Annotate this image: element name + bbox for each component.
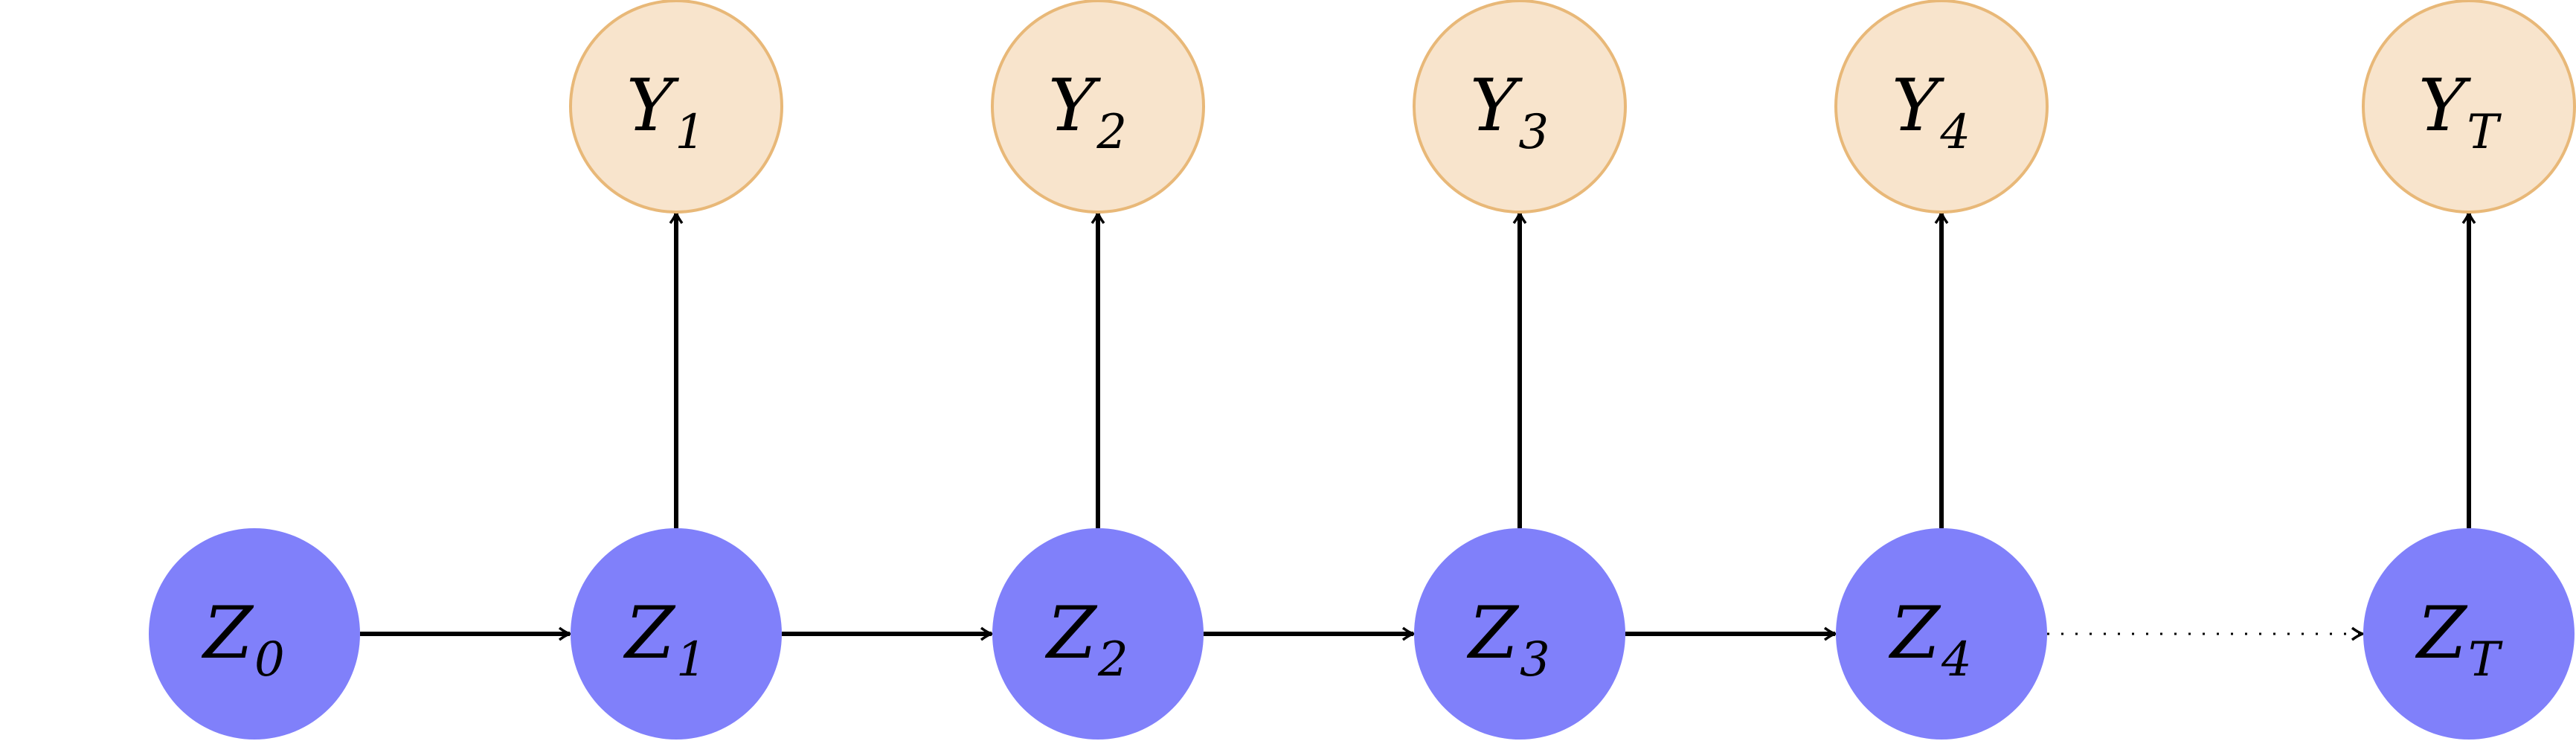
latent-node-label: Z2 <box>1044 591 1128 687</box>
node-symbol: Z <box>2415 591 2468 675</box>
observed-node-circle <box>1834 0 2049 214</box>
node-symbol: Z <box>1888 591 1941 675</box>
node-symbol: Z <box>1044 591 1098 675</box>
node-subscript: T <box>2468 632 2503 687</box>
latent-node-circle <box>992 528 1204 740</box>
node-subscript: 3 <box>1518 105 1549 160</box>
node-symbol: Z <box>1466 591 1520 675</box>
observed-node-circle <box>1413 0 1627 214</box>
edges-layer <box>360 213 2469 634</box>
node-subscript: 4 <box>1939 105 1970 160</box>
latent-node-z4: Z4 <box>1836 528 2047 740</box>
latent-node-label: ZT <box>2415 591 2503 687</box>
observed-node-label: YT <box>2418 64 2502 160</box>
observed-node-yT: YT <box>2362 0 2576 214</box>
observed-node-label: Y1 <box>626 64 705 160</box>
latent-node-circle <box>1836 528 2047 740</box>
latent-node-circle <box>571 528 782 740</box>
node-symbol: Y <box>2418 64 2472 147</box>
node-subscript: 1 <box>676 632 707 687</box>
observed-node-y1: Y1 <box>569 0 783 214</box>
node-subscript: T <box>2467 105 2502 160</box>
node-subscript: 3 <box>1520 632 1550 687</box>
latent-node-z1: Z1 <box>571 528 782 740</box>
node-symbol: Y <box>1470 64 1523 147</box>
observed-node-y3: Y3 <box>1413 0 1627 214</box>
latent-node-label: Z4 <box>1888 591 1971 687</box>
node-subscript: 4 <box>1941 632 1972 687</box>
latent-node-z2: Z2 <box>992 528 1204 740</box>
node-subscript: 1 <box>675 105 705 160</box>
node-symbol: Y <box>1048 64 1102 147</box>
observed-node-y4: Y4 <box>1834 0 2049 214</box>
observed-node-label: Y4 <box>1892 64 1970 160</box>
latent-node-circle <box>2363 528 2575 740</box>
latent-node-zT: ZT <box>2363 528 2575 740</box>
observed-node-circle <box>991 0 1205 214</box>
observed-node-y2: Y2 <box>991 0 1205 214</box>
node-subscript: 2 <box>1096 105 1127 160</box>
latent-node-z0: Z0 <box>149 528 360 740</box>
node-symbol: Z <box>623 591 676 675</box>
latent-node-circle <box>1414 528 1625 740</box>
latent-node-circle <box>149 528 360 740</box>
node-symbol: Z <box>201 591 254 675</box>
latent-node-z3: Z3 <box>1414 528 1625 740</box>
latent-node-label: Z1 <box>623 591 706 687</box>
node-subscript: 0 <box>254 632 285 687</box>
latent-node-label: Z3 <box>1466 591 1549 687</box>
node-symbol: Y <box>626 64 680 147</box>
node-symbol: Y <box>1892 64 1945 147</box>
observed-node-circle <box>2362 0 2576 214</box>
observed-node-label: Y3 <box>1470 64 1549 160</box>
latent-node-label: Z0 <box>201 591 284 687</box>
observed-node-label: Y2 <box>1048 64 1127 160</box>
observed-node-circle <box>569 0 783 214</box>
node-subscript: 2 <box>1097 632 1128 687</box>
